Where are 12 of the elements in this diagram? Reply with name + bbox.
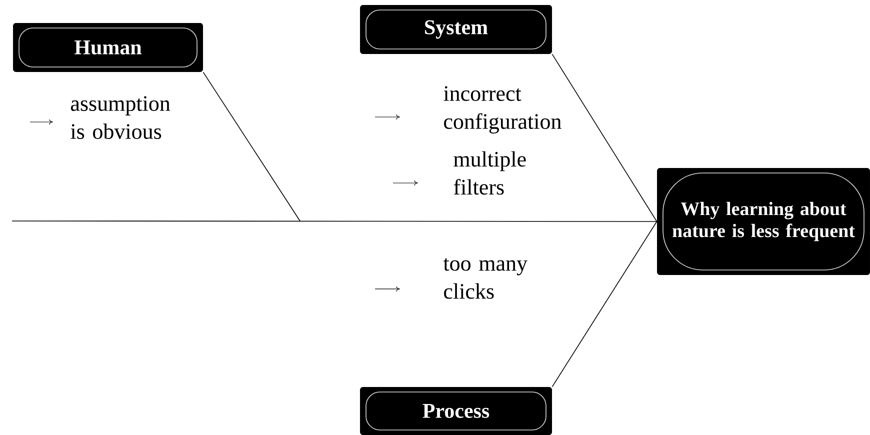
cause-text: too many clicks [443,258,528,299]
fishbone-line [12,220,658,222]
bone-line [552,54,658,222]
cause-text: multiple filters [454,151,526,195]
category-box: Human [13,23,203,72]
category-box: System [360,5,552,54]
cause-text: assumption is obvious [70,96,170,139]
category-box: Process [360,386,552,435]
effect-box: Why learning about nature is less frequent [657,168,870,275]
bone-line [552,221,658,388]
bone-line [202,72,300,222]
cause-text: incorrect configuration [444,86,562,134]
